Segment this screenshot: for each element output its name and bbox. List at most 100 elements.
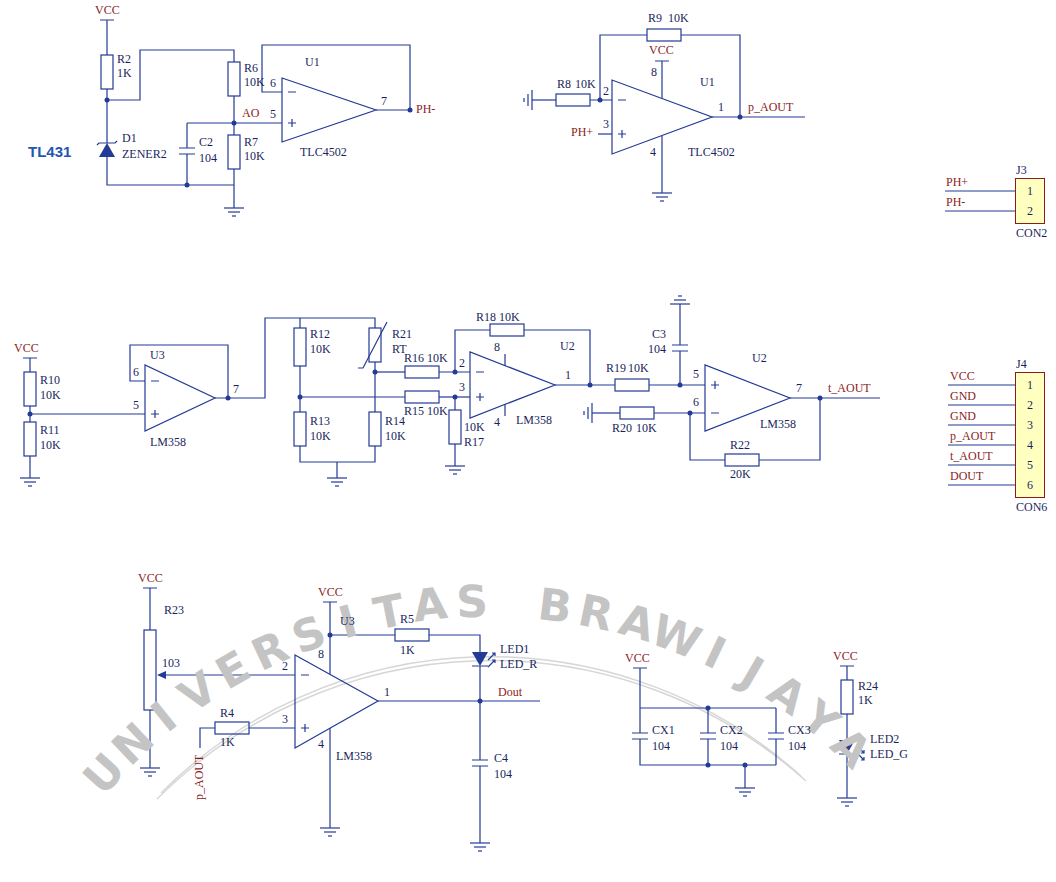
component-label: R14 <box>385 415 405 428</box>
net-label: PH- <box>946 196 965 209</box>
component-label: 104 <box>648 343 666 356</box>
component-label: LED_R <box>500 658 537 671</box>
pin-number: 1 <box>1027 181 1033 201</box>
net-label: p_AOUT <box>950 430 995 443</box>
component-label: 10K <box>499 311 520 324</box>
pin-number: 2 <box>603 85 609 98</box>
watermark-letter: V <box>171 664 224 720</box>
pin-number: 1 <box>1027 375 1033 395</box>
component-label: R12 <box>310 328 330 341</box>
watermark-letter: J <box>733 649 769 695</box>
component-label: R9 <box>648 12 662 25</box>
component-label: 103 <box>162 657 180 670</box>
component-label: 20K <box>730 468 751 481</box>
pin-number: 3 <box>1027 415 1033 435</box>
component-label: 1K <box>400 644 415 657</box>
component-label: 104 <box>199 152 217 165</box>
connector-header: J312CON2 <box>1015 178 1045 224</box>
component-label: 1K <box>220 736 235 749</box>
component-label: 104 <box>720 740 738 753</box>
net-label: GND <box>950 390 976 403</box>
component-label: R24 <box>858 680 878 693</box>
component-label: U1 <box>305 56 320 69</box>
component-label: 10K <box>244 150 265 163</box>
pin-number: 4 <box>1027 435 1033 455</box>
component-label: U2 <box>752 352 767 365</box>
component-label: LED1 <box>500 643 529 656</box>
component-label: LM358 <box>336 750 372 763</box>
watermark-letter: E <box>209 643 257 696</box>
net-label: Dout <box>498 686 522 699</box>
component-label: R6 <box>244 62 258 75</box>
connector-designator: J3 <box>1016 163 1027 177</box>
component-label: CX1 <box>652 724 675 737</box>
net-label: VCC <box>625 652 650 665</box>
pin-number: 6 <box>133 366 139 379</box>
connector-type: CON6 <box>1016 500 1047 514</box>
pin-number: 1 <box>565 369 571 382</box>
component-label: R22 <box>730 439 750 452</box>
watermark-letter: S <box>286 608 331 660</box>
pin-number: 8 <box>494 341 500 354</box>
component-label: D1 <box>122 132 137 145</box>
connector-designator: J4 <box>1016 357 1027 371</box>
pin-number: 6 <box>270 77 276 90</box>
net-label: p_AOUT <box>748 101 793 114</box>
component-label: LM358 <box>760 418 796 431</box>
net-label: AO <box>242 107 259 120</box>
temperature-circuit <box>20 296 880 486</box>
pin-number: 3 <box>282 713 288 726</box>
component-label: 10K <box>244 76 265 89</box>
component-label: 10K <box>628 362 649 375</box>
watermark-letter: S <box>455 580 488 625</box>
component-label: TLC4502 <box>688 146 735 159</box>
net-label: VCC <box>833 650 858 663</box>
component-label: R15 <box>404 405 424 418</box>
component-label: R20 <box>612 422 632 435</box>
pin-number: 4 <box>650 146 656 159</box>
pin-number: 5 <box>270 108 276 121</box>
pin-number: 5 <box>133 399 139 412</box>
component-label: 10K <box>636 422 657 435</box>
connector-type: CON2 <box>1016 226 1047 240</box>
net-label: PH+ <box>946 176 968 189</box>
pin-number: 6 <box>693 396 699 409</box>
component-label: R7 <box>244 136 258 149</box>
component-label: R18 <box>476 311 496 324</box>
component-label: 10K <box>310 343 331 356</box>
component-label: R16 <box>404 352 424 365</box>
pin-number: 4 <box>494 416 500 429</box>
pin-number: 7 <box>233 383 239 396</box>
pin-number: 5 <box>1027 455 1033 475</box>
component-label: R21 <box>392 328 412 341</box>
component-label: U3 <box>340 615 355 628</box>
net-label: t_AOUT <box>950 450 993 463</box>
component-label: R17 <box>464 436 484 449</box>
component-label: 10K <box>575 78 596 91</box>
component-label: C4 <box>494 752 508 765</box>
net-label: PH+ <box>571 126 593 139</box>
net-label: VCC <box>318 586 343 599</box>
net-label: VCC <box>649 44 674 57</box>
component-label: C3 <box>652 328 666 341</box>
component-label: C2 <box>199 136 213 149</box>
component-label: 104 <box>652 740 670 753</box>
watermark-letter: W <box>646 607 707 665</box>
pin-number: 8 <box>651 66 657 79</box>
ph-amplifier <box>524 29 805 201</box>
pin-number: 6 <box>1027 475 1033 495</box>
pin-number: 5 <box>693 368 699 381</box>
watermark-letter: A <box>614 597 659 649</box>
net-label: p_AOUT <box>193 755 206 800</box>
net-label: PH- <box>416 103 435 116</box>
component-label: 10K <box>40 389 61 402</box>
reference-circuit <box>97 20 413 216</box>
comparator-circuit <box>140 588 864 851</box>
connector-header: J4123456CON6 <box>1015 372 1045 498</box>
watermark-letter: R <box>575 588 617 638</box>
component-label: R8 <box>557 78 571 91</box>
component-label: R10 <box>40 374 60 387</box>
net-label: VCC <box>138 572 163 585</box>
component-label: CX3 <box>788 724 811 737</box>
component-label: 10K <box>310 430 331 443</box>
